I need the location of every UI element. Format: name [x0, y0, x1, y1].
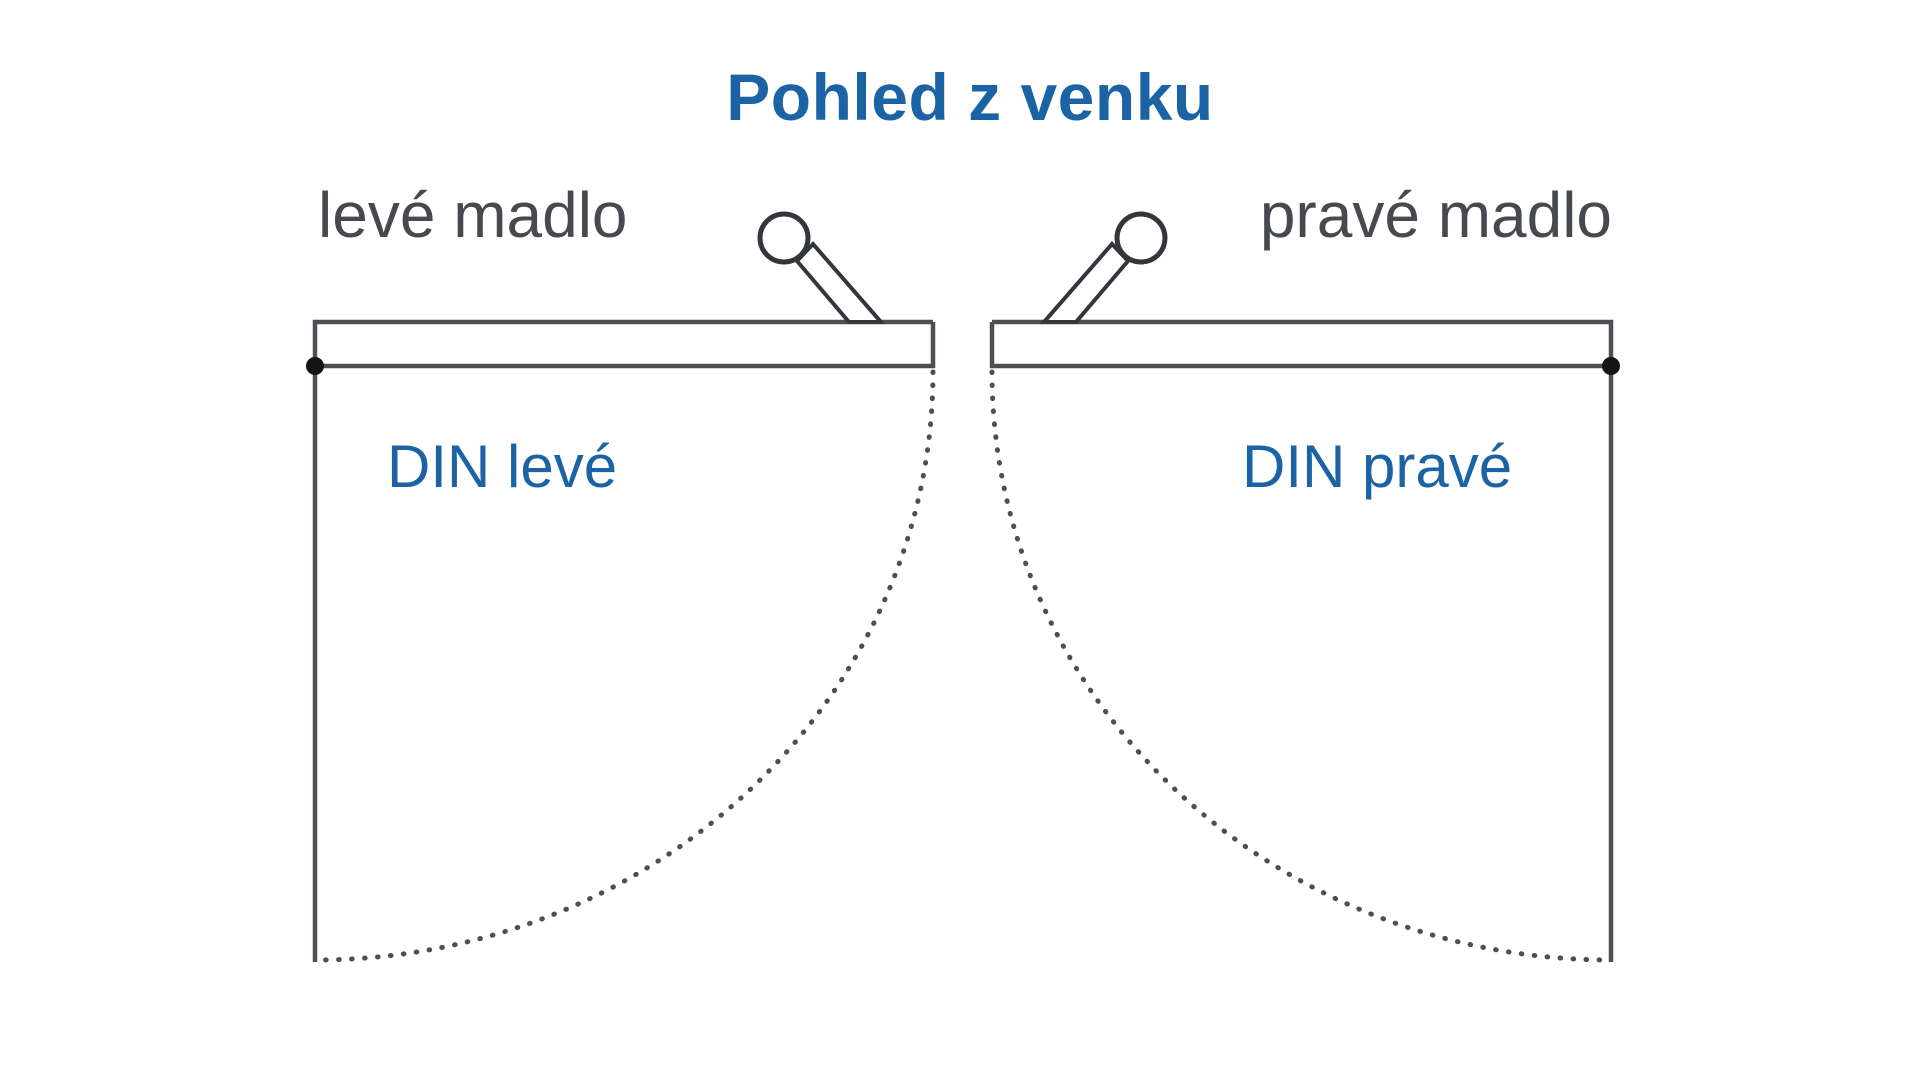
right-door [989, 211, 1620, 963]
left-hinge-dot-icon [306, 357, 324, 375]
left-door-outline [312, 319, 936, 962]
left-handle-icon [757, 211, 886, 324]
right-swing-arc-icon [989, 369, 1614, 963]
left-door-label: DIN levé [387, 433, 618, 500]
left-handle-stem [794, 241, 886, 324]
right-handle-knob [1114, 211, 1168, 265]
right-door-label: DIN pravé [1242, 433, 1513, 500]
left-handle-label: levé madlo [318, 179, 628, 251]
diagram-title: Pohled z venku [726, 60, 1214, 134]
left-handle-knob [757, 211, 811, 265]
right-handle-label: pravé madlo [1259, 179, 1612, 251]
left-door [306, 211, 936, 963]
right-handle-icon [1039, 211, 1168, 324]
right-handle-stem [1039, 241, 1131, 324]
right-door-outline [989, 319, 1614, 962]
right-hinge-dot-icon [1602, 357, 1620, 375]
left-swing-arc-icon [312, 369, 936, 963]
